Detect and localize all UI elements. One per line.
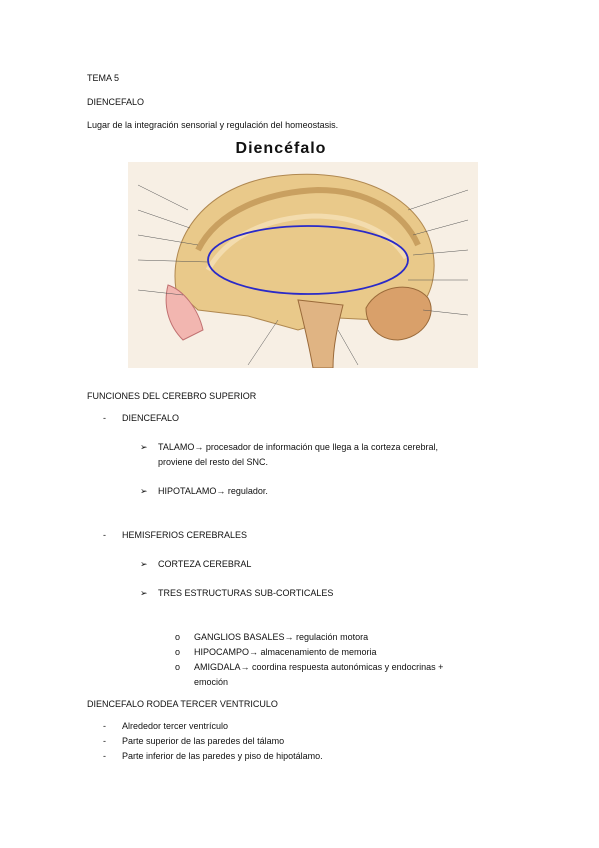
brain-illustration xyxy=(128,162,478,368)
list-item-continuation: emoción xyxy=(194,677,229,687)
list-item: TRES ESTRUCTURAS SUB-CORTICALES xyxy=(158,588,334,598)
figure-title: Diencéfalo xyxy=(235,140,327,157)
dash-bullet: - xyxy=(103,530,106,540)
circle-bullet: o xyxy=(175,647,181,657)
section-description: Lugar de la integración sensorial y regu… xyxy=(87,120,339,130)
list-item-continuation: proviene del resto del SNC. xyxy=(158,457,269,467)
dash-bullet: - xyxy=(103,721,106,731)
arrow-bullet-icon: ➢ xyxy=(140,486,148,496)
list-item: CORTEZA CEREBRAL xyxy=(158,559,252,569)
list-item: Parte superior de las paredes del tálamo xyxy=(122,736,285,746)
circle-bullet: o xyxy=(175,632,181,642)
arrow-bullet-icon: ➢ xyxy=(140,588,148,598)
list-item: GANGLIOS BASALES→ regulación motora xyxy=(194,632,369,642)
list-item: Parte inferior de las paredes y piso de … xyxy=(122,751,323,761)
dash-bullet: - xyxy=(103,736,106,746)
dash-bullet: - xyxy=(103,751,106,761)
list-item: AMIGDALA→ coordina respuesta autonómicas… xyxy=(194,662,444,672)
circle-bullet: o xyxy=(175,662,181,672)
section-title: DIENCEFALO xyxy=(87,97,145,107)
arrow-bullet-icon: ➢ xyxy=(140,559,148,569)
list-item: HEMISFERIOS CEREBRALES xyxy=(122,530,248,540)
list-item: HIPOCAMPO→ almacenamiento de memoria xyxy=(194,647,377,657)
ventricle-title: DIENCEFALO RODEA TERCER VENTRICULO xyxy=(87,699,278,709)
header-label: TEMA 5 xyxy=(87,73,120,83)
diencephalon-figure: Diencéfalo xyxy=(128,140,478,368)
funciones-title: FUNCIONES DEL CEREBRO SUPERIOR xyxy=(87,391,257,401)
list-item: DIENCEFALO xyxy=(122,413,180,423)
arrow-bullet-icon: ➢ xyxy=(140,442,148,452)
list-item: Alrededor tercer ventrículo xyxy=(122,721,229,731)
dash-bullet: - xyxy=(103,413,106,423)
list-item: TALAMO→ procesador de información que ll… xyxy=(158,442,438,452)
list-item: HIPOTALAMO→ regulador. xyxy=(158,486,268,496)
